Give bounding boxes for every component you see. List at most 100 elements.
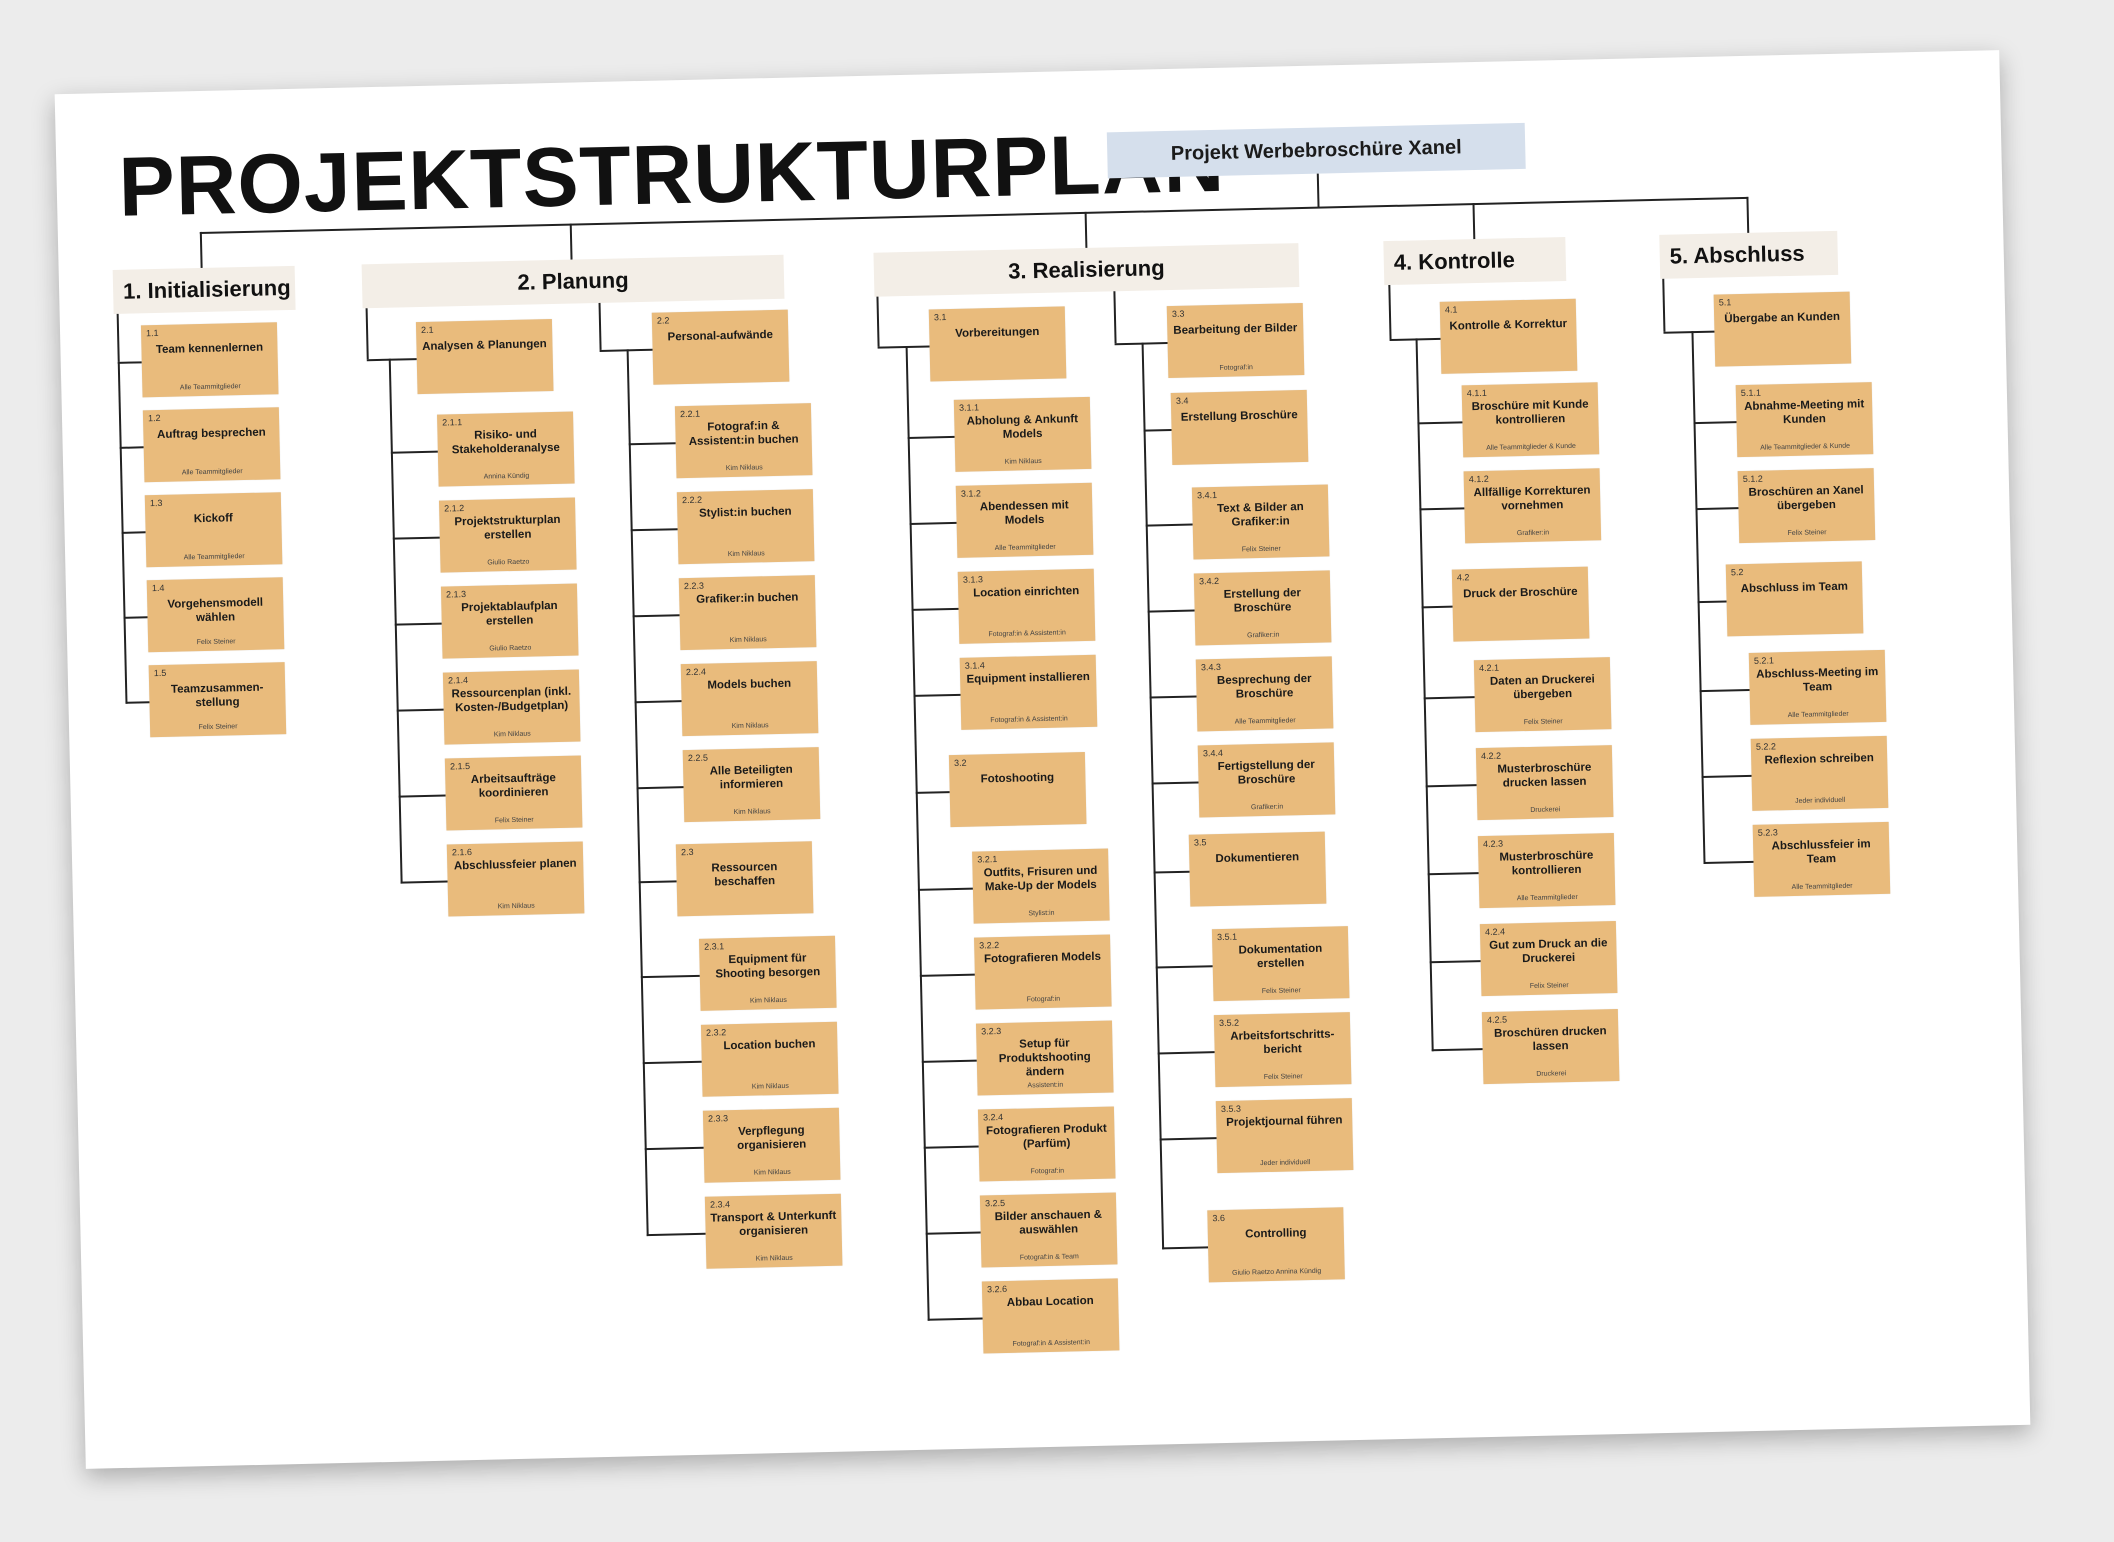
work-package-number: 3.4.2 [1198, 575, 1220, 587]
work-package-title: Alle Beteiligten informieren [709, 763, 793, 792]
work-package-number: 2.3.2 [705, 1027, 727, 1038]
work-package-title: Kontrolle & Korrektur [1449, 317, 1568, 333]
work-package-owner: Kim Niklaus [749, 996, 787, 1005]
connector-branch [636, 786, 684, 790]
work-package-number: 3.4.4 [1202, 747, 1224, 759]
work-package-number: 2.1.5 [449, 760, 471, 772]
work-package-number: 4.1.2 [1468, 473, 1489, 485]
work-package-number: 5.2 [1730, 567, 1744, 578]
connector-branch [1701, 774, 1752, 779]
work-package-title: Kickoff [193, 512, 233, 526]
work-package-owner: Fotograf:in [1026, 995, 1061, 1004]
connector-branch [644, 1146, 704, 1151]
work-package-title: Abschlussfeier planen [453, 857, 577, 873]
connector-branch [907, 435, 955, 439]
connector-vertical [598, 302, 602, 350]
work-package-number: 2.3.3 [707, 1113, 729, 1124]
connector-spine [1415, 338, 1434, 1052]
work-package-title: Vorgehensmodell wählen [167, 596, 264, 625]
connector-branch [394, 622, 442, 626]
connector-branch [632, 614, 680, 618]
work-package-title: Outfits, Frisuren und Make-Up der Models [983, 864, 1098, 894]
connector-branch [1429, 960, 1481, 964]
work-package-title: Broschüre mit Kunde kontrollieren [1471, 398, 1589, 427]
work-package-title: Equipment für Shooting besorgen [715, 952, 821, 981]
work-package-owner: Alle Teammitglieder [1234, 717, 1296, 726]
work-package-number: 3.2.1 [977, 854, 998, 865]
work-package-owner: Alle Teammitglieder [181, 468, 243, 477]
work-package-number: 2.3.4 [709, 1199, 731, 1210]
connector-branch [398, 794, 446, 798]
work-package-owner: Giulio Raetzo [487, 558, 530, 567]
work-package-owner: Felix Steiner [1263, 1073, 1303, 1082]
work-package-title: Fotografieren Produkt (Parfüm) [985, 1122, 1107, 1151]
work-package-number: 2.2.5 [687, 752, 709, 764]
connector-branch [1419, 507, 1465, 511]
work-package-number: 1.2 [147, 412, 161, 424]
work-package-owner: Alle Teammitglieder & Kunde [1760, 442, 1851, 452]
connector-branch [1162, 1246, 1209, 1250]
work-package-title: Teamzusammen-stellung [170, 681, 264, 710]
work-package-title: Personal-aufwände [667, 329, 774, 344]
work-package-number: 3.5.3 [1220, 1103, 1242, 1115]
work-package-number: 3.2 [953, 757, 967, 769]
work-package-owner: Jeder individuell [1794, 796, 1846, 805]
work-package-title: Grafiker:in buchen [696, 591, 799, 606]
work-package-owner: Felix Steiner [494, 816, 534, 825]
work-package-owner: Kim Niklaus [493, 730, 531, 739]
work-package-title: Abschluss-Meeting im Team [1756, 666, 1879, 694]
work-package-owner: Stylist:in [1028, 909, 1055, 918]
work-package-owner: Kim Niklaus [1004, 457, 1042, 466]
work-package-title: Location buchen [723, 1038, 816, 1053]
connector-branch [1153, 870, 1190, 874]
phase-header-kontrolle: 4. Kontrolle [1383, 237, 1567, 286]
work-package-owner: Felix Steiner [198, 723, 238, 732]
work-package-title: Abendessen mit Models [979, 499, 1069, 527]
work-package-title: Abholung & Ankunft Models [966, 413, 1079, 441]
work-package-title: Stylist:in buchen [698, 505, 792, 520]
work-package-number: 4.2.2 [1480, 750, 1502, 762]
connector-spine [1691, 331, 1706, 865]
work-package-title: Verpflegung organisieren [737, 1124, 807, 1153]
work-package-owner: Fotograf:in & Team [1019, 1253, 1079, 1262]
connector-branch [911, 607, 959, 611]
work-package-number: 4.1.1 [1466, 387, 1487, 399]
connector-branch [919, 973, 975, 977]
connector-spine [388, 358, 403, 884]
work-package-title: Projektablaufplan erstellen [461, 599, 558, 628]
connector-branch [923, 1145, 979, 1149]
connector-branch [121, 531, 146, 534]
work-package-number: 2.1.2 [444, 503, 465, 514]
connector-branch [640, 974, 700, 979]
work-package-owner: Druckerei [1536, 1070, 1567, 1078]
work-package-title: Abbau Location [1006, 1294, 1094, 1309]
work-package-number: 2.3 [680, 846, 694, 858]
work-package-number: 3.4 [1175, 395, 1189, 406]
work-package-title: Ressourcenplan (inkl. Kosten-/Budgetplan… [451, 685, 572, 715]
work-package-number: 2.2.1 [679, 408, 701, 420]
work-package-owner: Kim Niklaus [753, 1168, 791, 1177]
work-package-title: Musterbroschüre drucken lassen [1497, 761, 1592, 790]
connector-branch [1149, 695, 1197, 699]
work-package-owner: Felix Steiner [1261, 987, 1301, 996]
work-package-owner: Alle Teammitglieder [1791, 882, 1853, 892]
work-package-owner: Alle Teammitglieder & Kunde [1486, 442, 1576, 452]
